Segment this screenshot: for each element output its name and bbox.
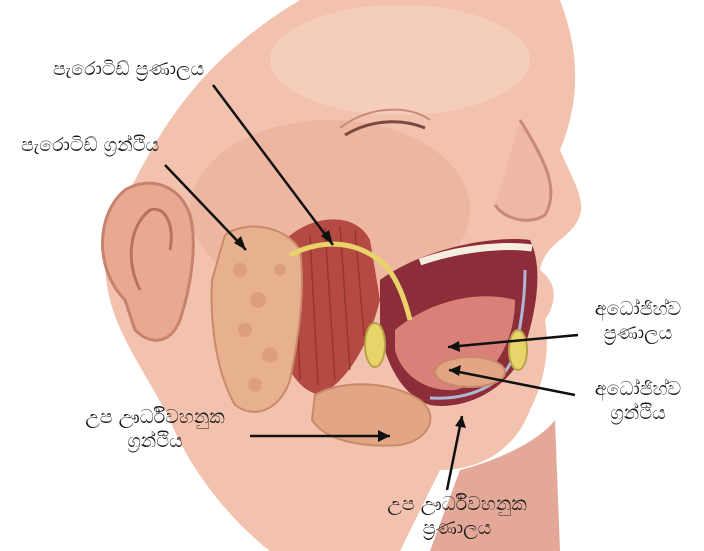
sublingual-gland-right [509, 330, 527, 370]
label-sublingual-duct-line1: අධෝජිහ්ව [582, 297, 694, 321]
label-sublingual-duct: අධෝජිහ්ව ප්‍රණාලය [582, 297, 694, 345]
label-submandibular-gland-line1: උප ඌර්ධිවහනුක [70, 405, 240, 429]
label-submandibular-gland: උප ඌර්ධිවහනුක ග්‍රන්ථිය [70, 405, 240, 453]
label-parotid-duct: පැරොටිඩ් ප්‍රණාලය [53, 57, 204, 81]
label-sublingual-gland: අධෝජිහ්ව ග්‍රන්ථිය [582, 377, 694, 425]
forehead-highlight [270, 5, 530, 115]
label-submandibular-duct: උප ඌර්ධිවහනුක ප්‍රණාලය [372, 492, 542, 540]
label-submandibular-duct-line2: ප්‍රණාලය [372, 516, 542, 540]
sublingual-gland-left [365, 323, 385, 367]
label-submandibular-duct-line1: උප ඌර්ධිවහනුක [372, 492, 542, 516]
label-submandibular-gland-line2: ග්‍රන්ථිය [70, 429, 240, 453]
label-sublingual-gland-line2: ග්‍රන්ථිය [582, 401, 694, 425]
sublingual-gland-shape [435, 357, 505, 387]
label-sublingual-duct-line2: ප්‍රණාලය [582, 321, 694, 345]
label-parotid-gland: පැරොටිඩ් ග්‍රන්ථිය [21, 133, 159, 157]
label-sublingual-gland-line1: අධෝජිහ්ව [582, 377, 694, 401]
